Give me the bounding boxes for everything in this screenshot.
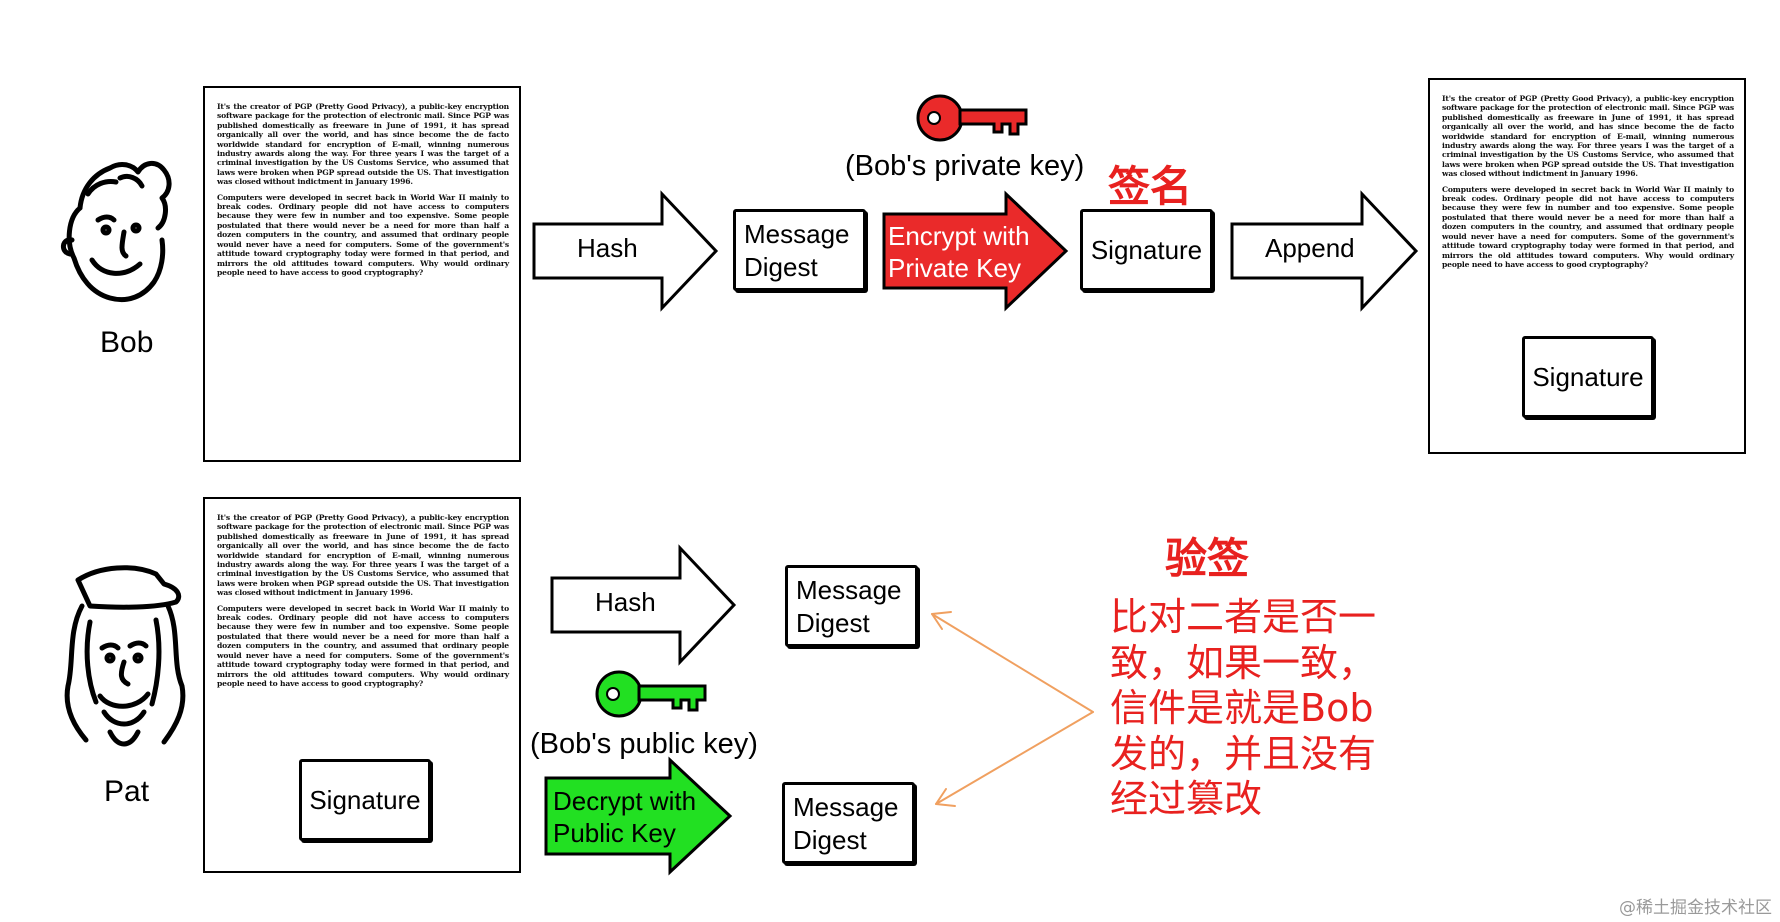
computed-digest-line-2: Digest — [796, 607, 870, 638]
signed-paragraph-1: It's the creator of PGP (Pretty Good Pri… — [1442, 94, 1734, 179]
verify-hash-arrow — [550, 544, 737, 666]
signed-document: It's the creator of PGP (Pretty Good Pri… — [1428, 78, 1746, 454]
private-key-caption: (Bob's private key) — [845, 150, 1085, 182]
document-paragraph-2: Computers were developed in secret back … — [217, 192, 509, 277]
private-key-icon — [916, 94, 1028, 142]
decrypt-arrow — [544, 756, 733, 876]
append-label: Append — [1265, 233, 1355, 263]
received-signature-box: Signature — [299, 759, 431, 841]
signature-box: Signature — [1080, 209, 1213, 291]
bob-label: Bob — [100, 326, 154, 359]
verify-note-line-2: 致，如果一致， — [1110, 640, 1377, 685]
hash-arrow — [532, 190, 719, 312]
signed-document-text: It's the creator of PGP (Pretty Good Pri… — [1442, 94, 1734, 275]
verify-title: 验签 — [1165, 534, 1250, 583]
signed-paragraph-2: Computers were developed in secret back … — [1442, 184, 1734, 269]
encrypt-line-2: Private Key — [888, 252, 1021, 283]
append-arrow — [1230, 190, 1419, 312]
digest-line-1: Message — [744, 219, 850, 249]
original-document: It's the creator of PGP (Pretty Good Pri… — [203, 86, 521, 462]
digest-line-2: Digest — [744, 251, 818, 282]
received-document-text: It's the creator of PGP (Pretty Good Pri… — [217, 513, 509, 694]
verify-note-line-3: 信件是就是Bob — [1110, 686, 1374, 731]
pat-label: Pat — [104, 775, 150, 808]
verify-hash-label: Hash — [595, 587, 656, 617]
hash-label: Hash — [577, 233, 638, 263]
public-key-icon — [595, 670, 707, 718]
encrypt-line-1: Encrypt with — [888, 221, 1030, 251]
watermark: @稀土掘金技术社区 — [1619, 898, 1772, 918]
received-document: It's the creator of PGP (Pretty Good Pri… — [203, 497, 521, 873]
received-paragraph-2: Computers were developed in secret back … — [217, 603, 509, 688]
attached-signature-box: Signature — [1522, 336, 1654, 418]
verify-note: 比对二者是否一 致，如果一致， 信件是就是Bob 发的，并且没有 经过篡改 — [1110, 595, 1376, 823]
decrypted-digest-line-2: Digest — [793, 824, 867, 855]
document-text: It's the creator of PGP (Pretty Good Pri… — [217, 102, 509, 283]
sign-title: 签名 — [1108, 162, 1193, 211]
received-paragraph-1: It's the creator of PGP (Pretty Good Pri… — [217, 513, 509, 598]
encrypt-arrow — [882, 190, 1069, 312]
document-paragraph-1: It's the creator of PGP (Pretty Good Pri… — [217, 102, 509, 187]
decrypt-label: Decrypt with Public Key — [553, 786, 696, 849]
public-key-caption: (Bob's public key) — [530, 728, 758, 760]
decrypted-digest-line-1: Message — [793, 792, 899, 822]
verify-note-line-1: 比对二者是否一 — [1110, 595, 1377, 639]
pat-face-icon — [64, 565, 186, 747]
decrypt-line-2: Public Key — [553, 817, 676, 848]
computed-digest-line-1: Message — [796, 575, 902, 605]
decrypt-line-1: Decrypt with — [553, 786, 697, 816]
verify-note-line-4: 发的，并且没有 — [1110, 731, 1377, 776]
bob-face-icon — [61, 161, 172, 303]
verify-note-line-5: 经过篡改 — [1110, 777, 1263, 822]
encrypt-label: Encrypt with Private Key — [888, 221, 1030, 284]
